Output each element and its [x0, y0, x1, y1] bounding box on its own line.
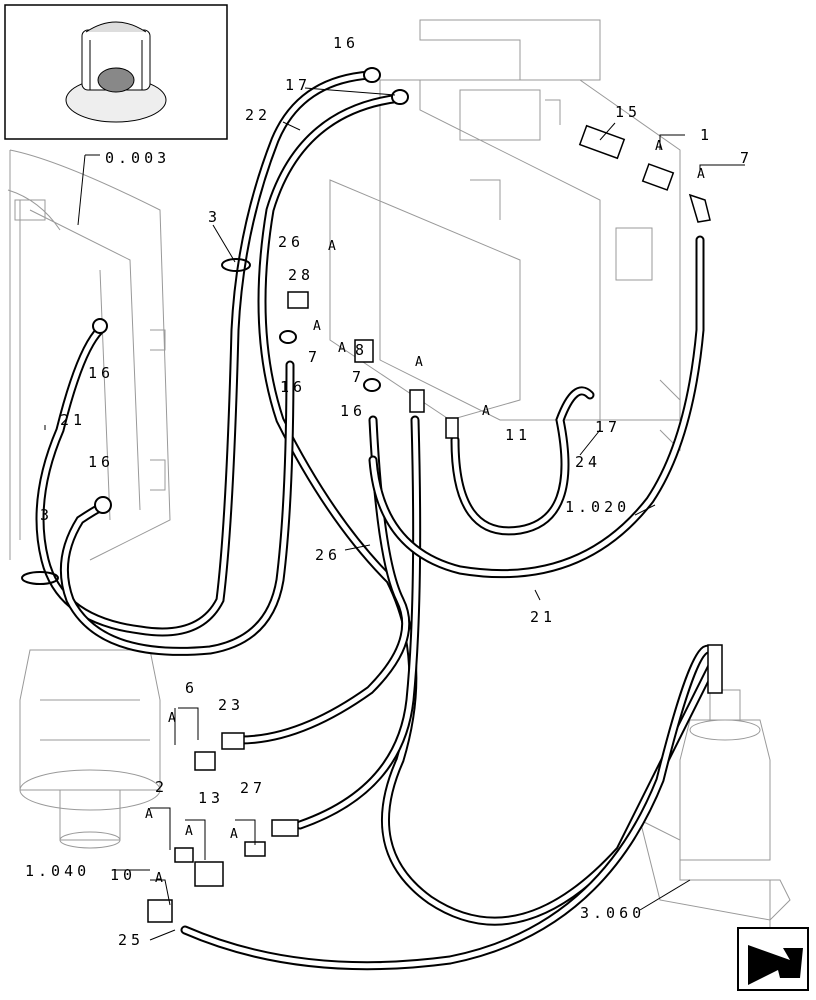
marker-a-label-6: A [415, 355, 423, 370]
part-26-label: 26 [278, 233, 304, 251]
part-27-label: 27 [240, 779, 266, 797]
leader-lines [44, 87, 745, 941]
part-26b-label: 26 [315, 546, 341, 564]
part-13-label: 13 [198, 789, 224, 807]
marker-a-label-9: A [145, 807, 153, 822]
marker-a-label-12: A [155, 871, 163, 886]
part-10-label: 10 [110, 866, 136, 884]
marker-a-label-4: A [313, 319, 321, 334]
ref-1020-label: 1.020 [565, 498, 630, 516]
hose-25[interactable] [180, 644, 720, 971]
hose-26[interactable] [59, 360, 295, 656]
part-2-label: 2 [155, 778, 168, 796]
part-15-label: 15 [615, 103, 641, 121]
part-17b-label: 17 [595, 418, 621, 436]
hose-27[interactable] [295, 415, 422, 830]
labels: 0.003 16 17 22 3 15 1 A 7 A 26 A 28 A A … [25, 34, 753, 949]
part-7-label: 7 [740, 149, 753, 167]
control-valve-outline [329, 19, 681, 452]
part-11-label: 11 [505, 426, 531, 444]
hose-return[interactable] [368, 235, 705, 579]
part-24-label: 24 [575, 453, 601, 471]
part-21b-label: 21 [530, 608, 556, 626]
part-6-label: 6 [185, 679, 198, 697]
machine-thumbnail-icon [4, 4, 228, 140]
hose-22[interactable] [35, 70, 375, 637]
marker-a-label-7: A [482, 404, 490, 419]
part-3b-label: 3 [40, 506, 53, 524]
part-16c-label: 16 [280, 378, 306, 396]
hose-23[interactable] [235, 415, 411, 745]
part-3-label: 3 [208, 208, 221, 226]
part-16-label: 16 [333, 34, 359, 52]
hose-24[interactable] [450, 386, 595, 536]
next-page-arrow-icon[interactable] [737, 927, 809, 991]
swing-motor-outline [19, 649, 161, 849]
part-16e-label: 16 [88, 453, 114, 471]
part-16d-label: 16 [340, 402, 366, 420]
marker-a-label-8: A [168, 711, 176, 726]
part-8-label: 8 [355, 341, 368, 359]
radiator-outline [7, 149, 171, 561]
part-16b-label: 16 [88, 364, 114, 382]
ref-1040-label: 1.040 [25, 862, 90, 880]
part-17-label: 17 [285, 76, 311, 94]
marker-a-label-10: A [185, 824, 193, 839]
part-1-label: 1 [700, 126, 713, 144]
ref-0003-label: 0.003 [105, 149, 170, 167]
marker-a-label-3: A [328, 239, 336, 254]
marker-a-label-11: A [230, 827, 238, 842]
part-7c-label: 7 [352, 368, 365, 386]
fittings [21, 67, 723, 923]
part-23-label: 23 [218, 696, 244, 714]
marker-a-label-2: A [697, 167, 705, 182]
part-21a-label: 21 [60, 411, 86, 429]
part-25-label: 25 [118, 931, 144, 949]
part-7b-label: 7 [308, 348, 321, 366]
ref-3060-label: 3.060 [580, 904, 645, 922]
marker-a-label: A [655, 139, 663, 154]
part-22-label: 22 [245, 106, 271, 124]
part-28-label: 28 [288, 266, 314, 284]
swivel-joint-outline [639, 689, 791, 930]
marker-a-label-5: A [338, 341, 346, 356]
